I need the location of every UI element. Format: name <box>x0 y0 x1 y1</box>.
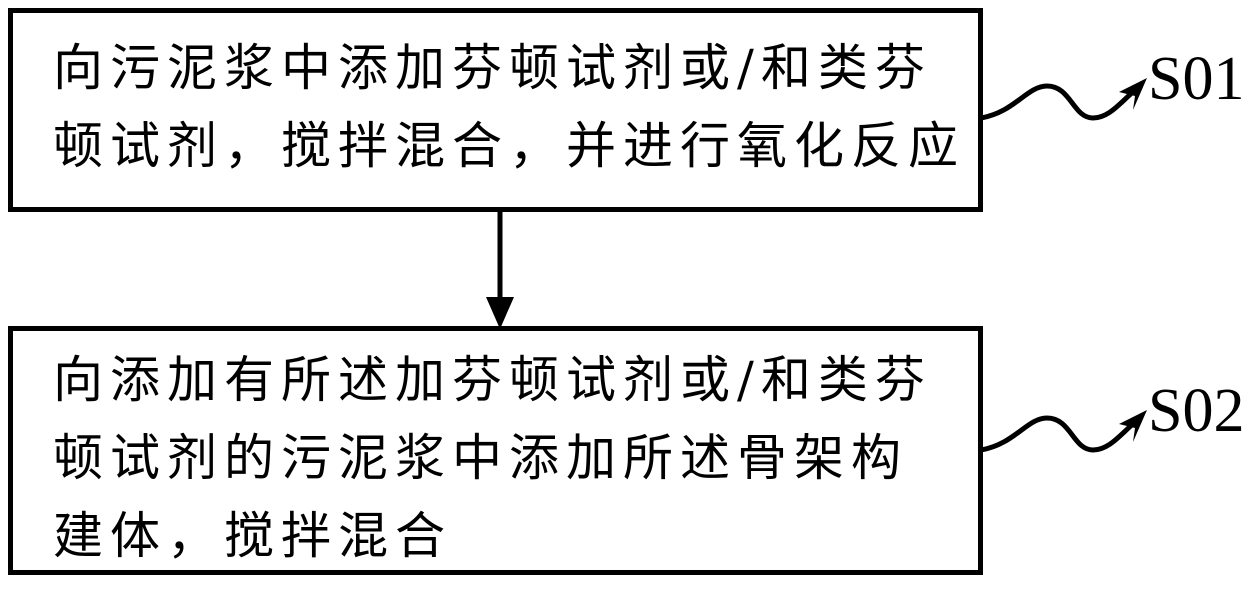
step-label-s02: S02 <box>1148 377 1245 445</box>
connector-s01-to-s02 <box>430 205 580 335</box>
leader-line-s01 <box>975 60 1165 150</box>
process-box-s02-text: 向添加有所述加芬顿试剂或/和类芬 顿试剂的污泥浆中添加所述骨架构 建体，搅拌混合 <box>53 351 932 565</box>
process-box-s02: 向添加有所述加芬顿试剂或/和类芬 顿试剂的污泥浆中添加所述骨架构 建体，搅拌混合 <box>8 326 983 575</box>
leader-line-s02 <box>975 392 1165 482</box>
process-box-s01: 向污泥浆中添加芬顿试剂或/和类芬 顿试剂，搅拌混合，并进行氧化反应 <box>8 8 983 212</box>
step-label-s01: S01 <box>1148 45 1245 113</box>
process-box-s01-text: 向污泥浆中添加芬顿试剂或/和类芬 顿试剂，搅拌混合，并进行氧化反应 <box>53 39 965 175</box>
